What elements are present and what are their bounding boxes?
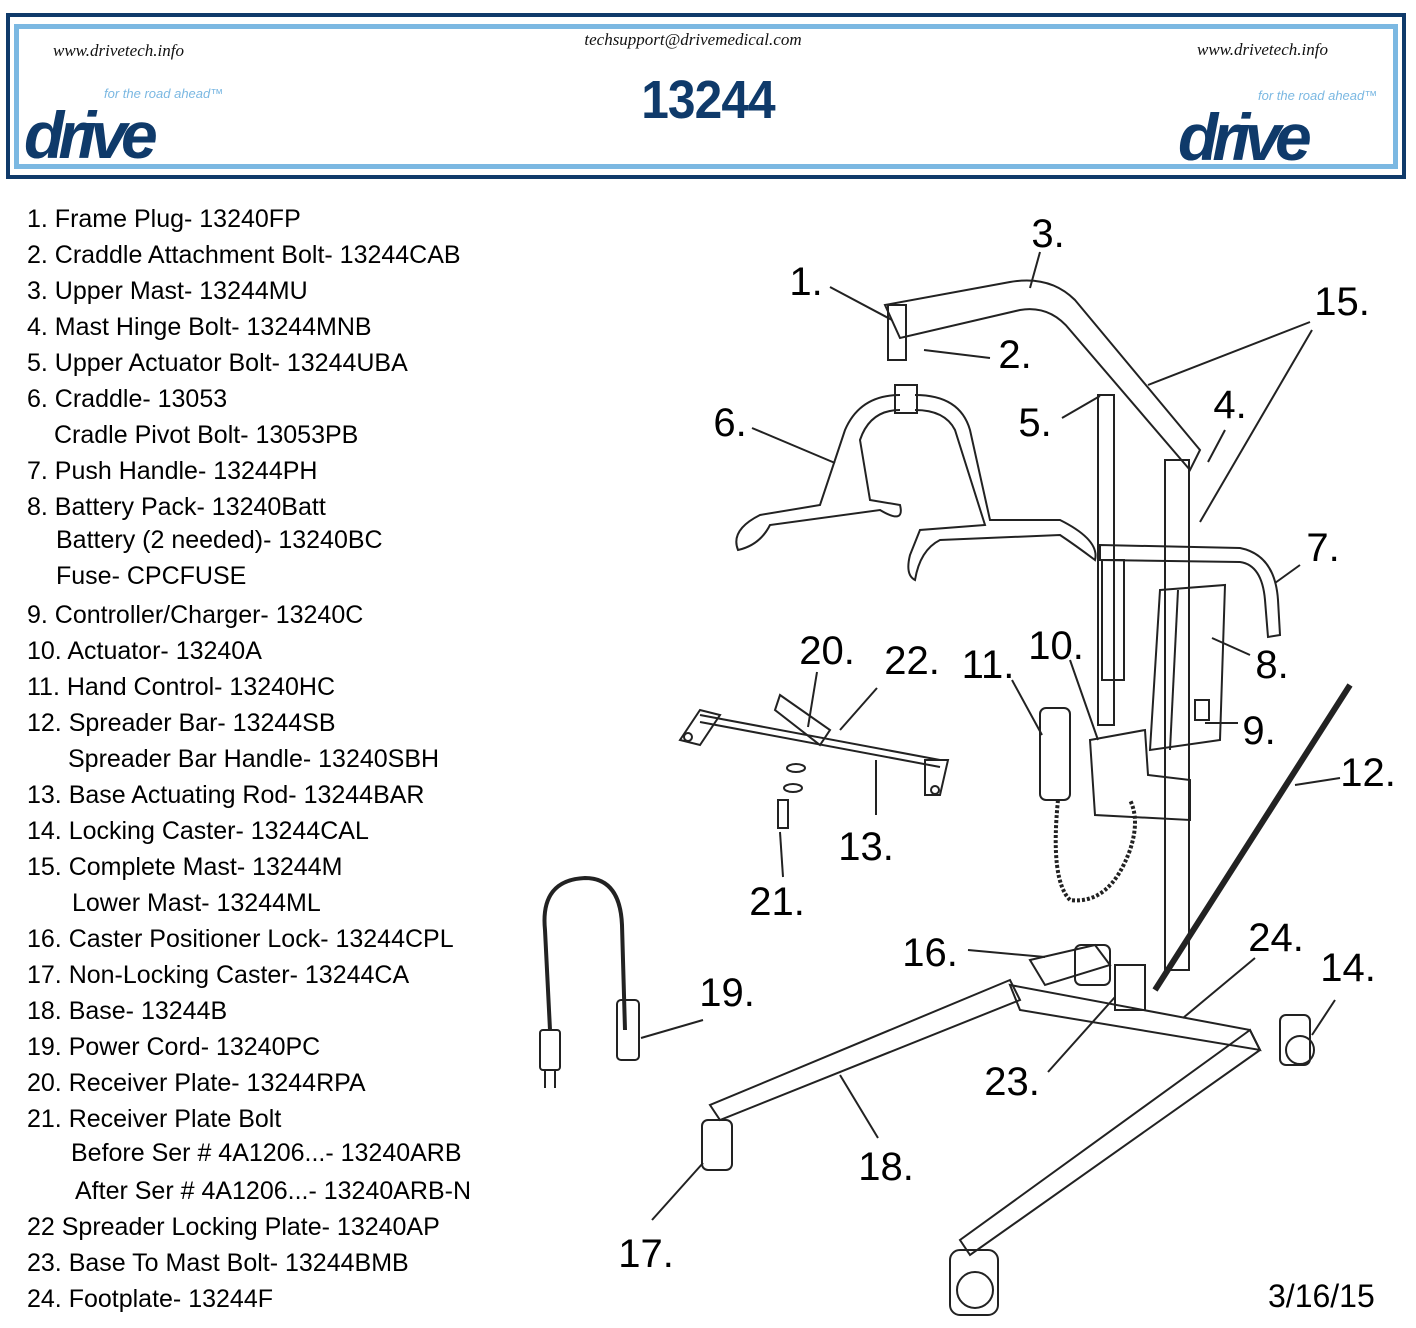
lower-mast (1097, 394, 1190, 971)
part-subitem: Lower Mast- 13244ML (72, 889, 321, 917)
callout-16: 16. (902, 931, 958, 975)
callout-18: 18. (858, 1145, 914, 1189)
logo-tagline: for the road ahead™ (104, 86, 224, 101)
callout-7: 7. (1306, 526, 1340, 570)
part-item: 5. Upper Actuator Bolt- 13244UBA (27, 349, 408, 377)
callout-24: 24. (1248, 916, 1304, 960)
callout-13: 13. (838, 825, 894, 869)
leader-lines (640, 251, 1341, 1221)
part-item: 9. Controller/Charger- 13240C (27, 601, 364, 629)
part-subitem: Cradle Pivot Bolt- 13053PB (54, 421, 359, 449)
callout-14: 14. (1320, 946, 1376, 990)
craddle (735, 384, 1097, 582)
part-item: 2. Craddle Attachment Bolt- 13244CAB (27, 241, 461, 269)
part-item: 4. Mast Hinge Bolt- 13244MNB (27, 313, 372, 341)
part-item: 22 Spreader Locking Plate- 13240AP (27, 1213, 440, 1241)
callout-3: 3. (1031, 212, 1065, 256)
part-item: 6. Craddle- 13053 (27, 385, 228, 413)
drive-logo-left: for the road ahead™ drive (24, 86, 244, 172)
part-item: 14. Locking Caster- 13244CAL (27, 817, 369, 845)
part-item: 11. Hand Control- 13240HC (27, 673, 336, 701)
part-item: 13. Base Actuating Rod- 13244BAR (27, 781, 425, 809)
part-subitem: Battery (2 needed)- 13240BC (56, 526, 383, 554)
model-number: 13244 (641, 70, 775, 130)
push-handle (1099, 543, 1282, 639)
spreader-bar-handle (1152, 683, 1353, 992)
actuator-housing (1088, 728, 1191, 822)
callout-23: 23. (984, 1060, 1040, 1104)
part-item: 10. Actuator- 13240A (27, 637, 262, 665)
part-item: 15. Complete Mast- 13244M (27, 853, 343, 881)
part-item: 1. Frame Plug- 13240FP (27, 205, 301, 233)
callout-20: 20. (799, 629, 855, 673)
website-left[interactable]: www.drivetech.info (53, 41, 184, 60)
part-item: 16. Caster Positioner Lock- 13244CPL (27, 925, 454, 953)
callout-11: 11. (961, 643, 1015, 687)
drive-logo-right: for the road ahead™ drive (1178, 88, 1398, 174)
part-item: 18. Base- 13244B (27, 997, 228, 1025)
callout-22: 22. (884, 639, 940, 683)
callout-5: 5. (1018, 401, 1052, 445)
logo-word: drive (24, 98, 158, 172)
part-item: 8. Battery Pack- 13240Batt (27, 493, 326, 521)
part-item: 24. Footplate- 13244F (27, 1285, 273, 1313)
part-subitem: After Ser # 4A1206...- 13240ARB-N (75, 1177, 472, 1205)
part-item: 7. Push Handle- 13244PH (27, 457, 318, 485)
callout-21: 21. (749, 880, 805, 924)
website-right[interactable]: www.drivetech.info (1197, 40, 1328, 59)
hand-control (1039, 707, 1137, 903)
callout-6: 6. (713, 401, 747, 445)
battery-pack (1148, 583, 1227, 752)
support-email[interactable]: techsupport@drivemedical.com (584, 30, 802, 49)
header-inner-frame (14, 24, 1398, 169)
part-item: 3. Upper Mast- 13244MU (27, 277, 308, 305)
part-subitem: Fuse- CPCFUSE (56, 562, 247, 590)
part-item: 21. Receiver Plate Bolt (27, 1105, 282, 1133)
callout-10: 10. (1028, 624, 1084, 668)
part-subitem: Before Ser # 4A1206...- 13240ARB (71, 1139, 462, 1167)
callout-12: 12. (1340, 751, 1396, 795)
power-cord (539, 875, 640, 1088)
callout-9: 9. (1242, 709, 1276, 753)
callout-8: 8. (1255, 643, 1289, 687)
base-actuating-rod-assembly (678, 693, 950, 829)
callout-19: 19. (699, 971, 755, 1015)
casters (701, 944, 1315, 1316)
callout-1: 1. (789, 260, 823, 304)
logo-word: drive (1178, 100, 1312, 174)
part-item: 17. Non-Locking Caster- 13244CA (27, 961, 410, 989)
callout-2: 2. (998, 333, 1032, 377)
logo-tagline: for the road ahead™ (1258, 88, 1378, 103)
callout-15: 15. (1314, 280, 1370, 324)
part-item: 20. Receiver Plate- 13244RPA (27, 1069, 366, 1097)
part-subitem: Spreader Bar Handle- 13240SBH (68, 745, 440, 773)
callout-4: 4. (1213, 383, 1247, 427)
part-item: 23. Base To Mast Bolt- 13244BMB (27, 1249, 409, 1277)
part-item: 12. Spreader Bar- 13244SB (27, 709, 336, 737)
callout-17: 17. (618, 1232, 674, 1276)
revision-date: 3/16/15 (1268, 1278, 1375, 1314)
part-item: 19. Power Cord- 13240PC (27, 1033, 321, 1061)
